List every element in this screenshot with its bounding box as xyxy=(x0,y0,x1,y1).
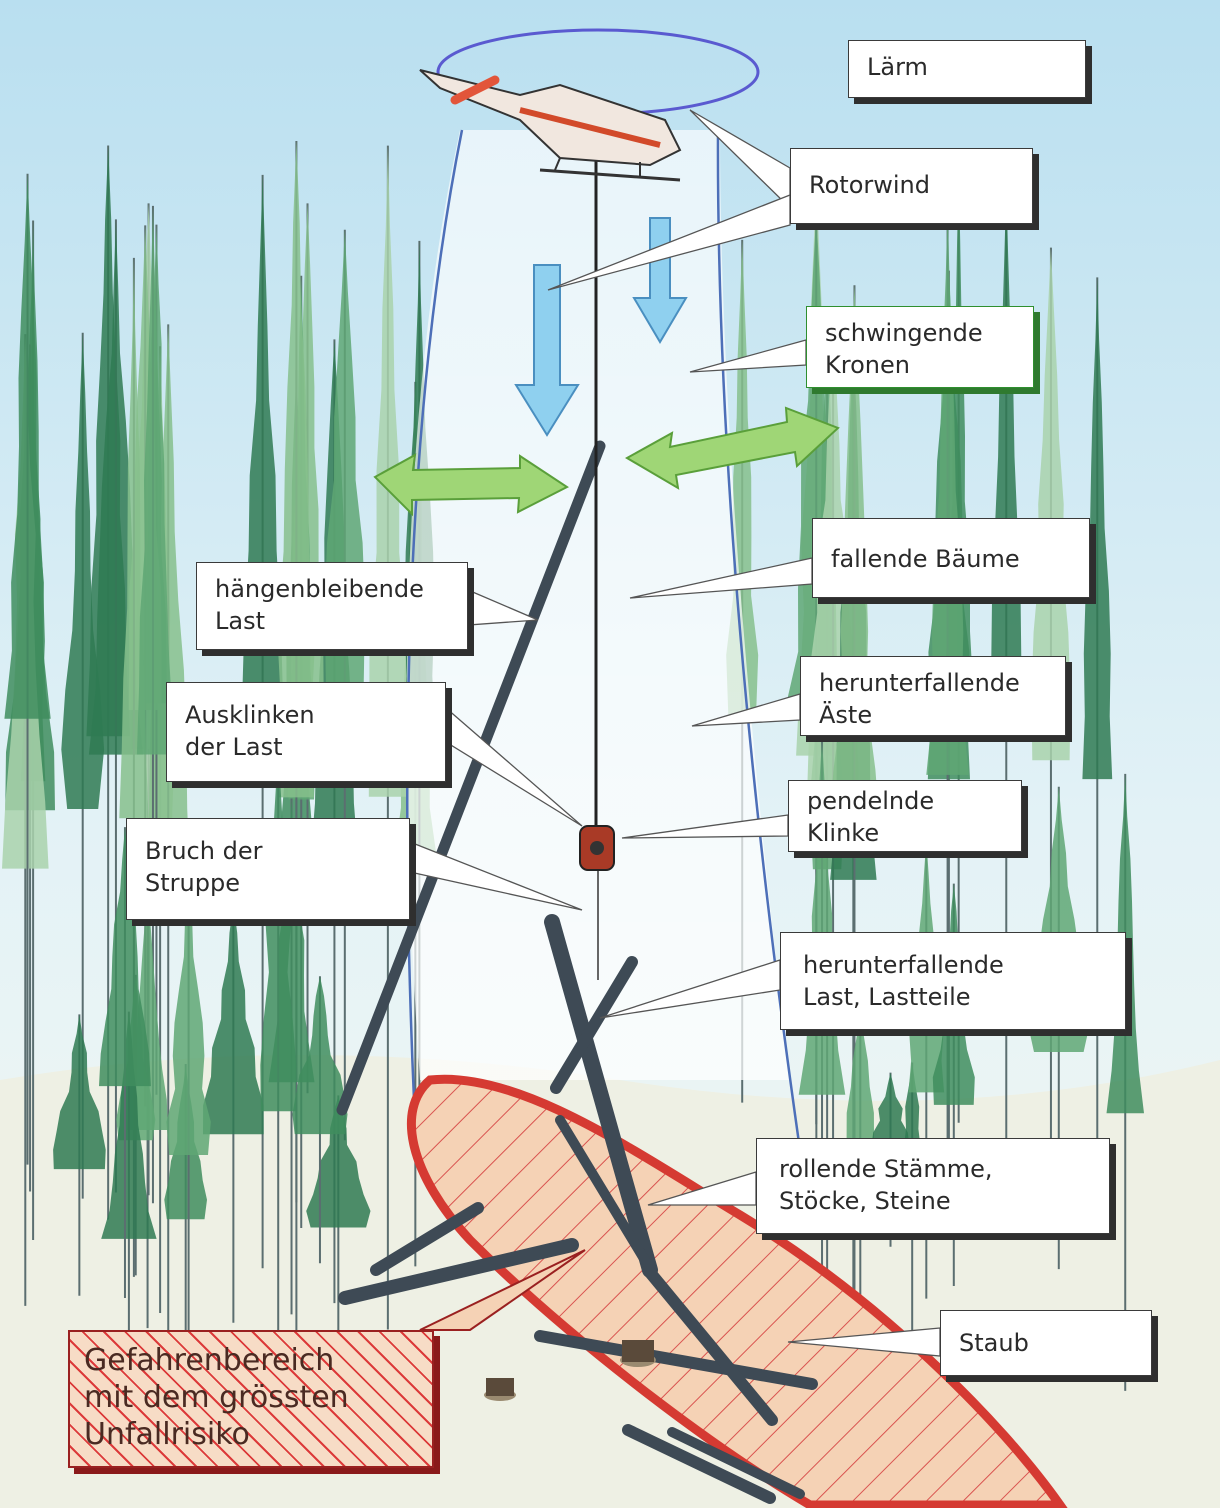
label-pendelnde-klinke: pendelnde Klinke xyxy=(788,780,1022,852)
label-laerm: Lärm xyxy=(848,40,1086,98)
label-rollende-staemme: rollende Stämme, Stöcke, Steine xyxy=(756,1138,1110,1234)
label-gefahrenbereich: Gefahrenbereich mit dem grössten Unfallr… xyxy=(68,1330,434,1468)
label-herunterfallende-last: herunterfallende Last, Lastteile xyxy=(780,932,1126,1030)
label-staub: Staub xyxy=(940,1310,1152,1376)
label-schwingende-kronen: schwingende Kronen xyxy=(806,306,1034,388)
label-ausklinken-der-last: Ausklinken der Last xyxy=(166,682,446,782)
label-haengenbleibende-last: hängenbleibende Last xyxy=(196,562,468,650)
label-herunterfallende-aeste: herunterfallende Äste xyxy=(800,656,1066,736)
label-bruch-der-struppe: Bruch der Struppe xyxy=(126,818,410,920)
cargo-hook-icon xyxy=(580,826,614,870)
label-rotorwind: Rotorwind xyxy=(790,148,1033,224)
label-fallende-baeume: fallende Bäume xyxy=(812,518,1090,598)
